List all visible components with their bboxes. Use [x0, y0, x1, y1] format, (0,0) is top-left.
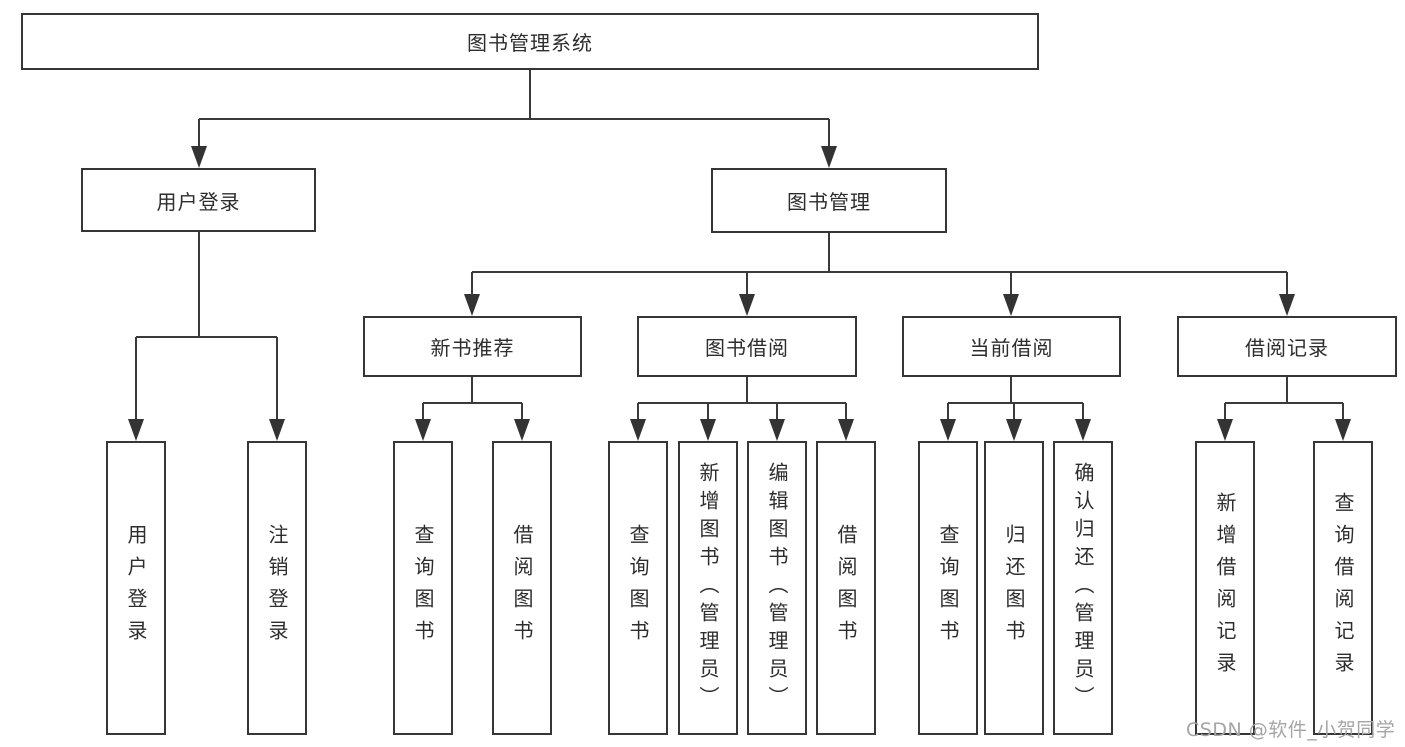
leaf-add-borrow-record: 新增借阅记录: [1195, 441, 1255, 735]
node-current-borrow: 当前借阅: [902, 316, 1121, 377]
leaf-add-books-admin: 新增图书（管理员）: [678, 441, 738, 735]
leaf-edit-books-admin: 编辑图书（管理员）: [747, 441, 807, 735]
node-user-login: 用户登录: [81, 168, 316, 232]
node-book-borrow: 图书借阅: [637, 316, 857, 377]
leaf-query-borrow-record: 查询借阅记录: [1313, 441, 1373, 735]
leaf-confirm-return-admin: 确认归还（管理员）: [1053, 441, 1113, 735]
leaf-recommend-borrow-books: 借阅图书: [492, 441, 552, 735]
leaf-logout: 注销登录: [247, 441, 307, 735]
leaf-return-books: 归还图书: [984, 441, 1044, 735]
node-new-book-recommend: 新书推荐: [363, 316, 582, 377]
node-borrow-records: 借阅记录: [1177, 316, 1397, 377]
node-root-system: 图书管理系统: [21, 13, 1039, 70]
csdn-watermark: CSDN @软件_小贺同学: [1186, 719, 1396, 741]
leaf-current-query-books: 查询图书: [918, 441, 978, 735]
leaf-user-login: 用户登录: [106, 441, 166, 735]
leaf-recommend-query-books: 查询图书: [393, 441, 453, 735]
node-book-management: 图书管理: [711, 168, 947, 233]
leaf-borrow-query-books: 查询图书: [608, 441, 668, 735]
leaf-borrow-books: 借阅图书: [816, 441, 876, 735]
